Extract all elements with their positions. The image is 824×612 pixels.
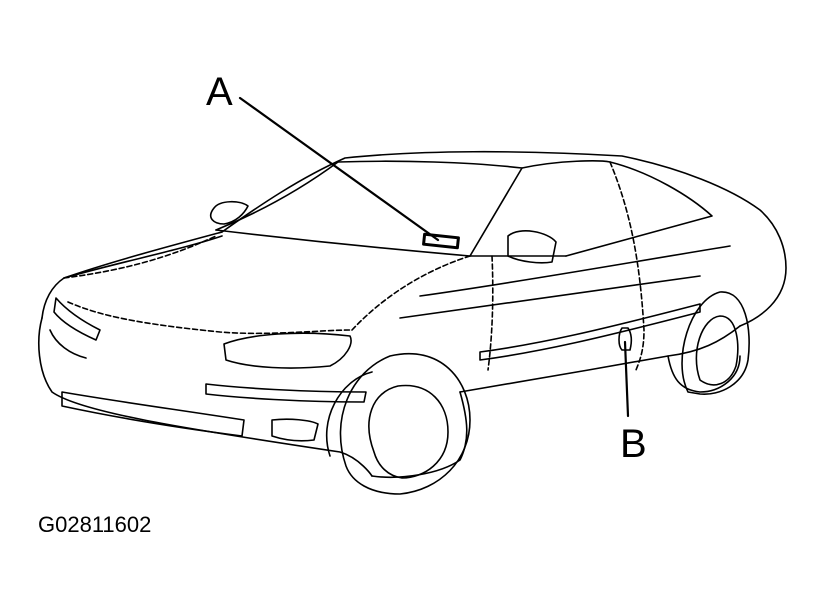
callout-label-b: B (620, 422, 647, 466)
rear-wheel (681, 291, 750, 395)
front-details (49, 297, 367, 442)
car-body-outline (38, 150, 787, 479)
hood-front-details (63, 161, 645, 371)
front-wheel (325, 352, 471, 495)
side-trim (399, 245, 731, 361)
figure-id: G02811602 (38, 512, 152, 537)
callout-label-a: A (206, 70, 233, 114)
vin-plate-marker (422, 232, 460, 250)
leader-line-b (623, 340, 630, 418)
leader-line-a (238, 96, 440, 242)
greenhouse-lines (209, 160, 713, 264)
